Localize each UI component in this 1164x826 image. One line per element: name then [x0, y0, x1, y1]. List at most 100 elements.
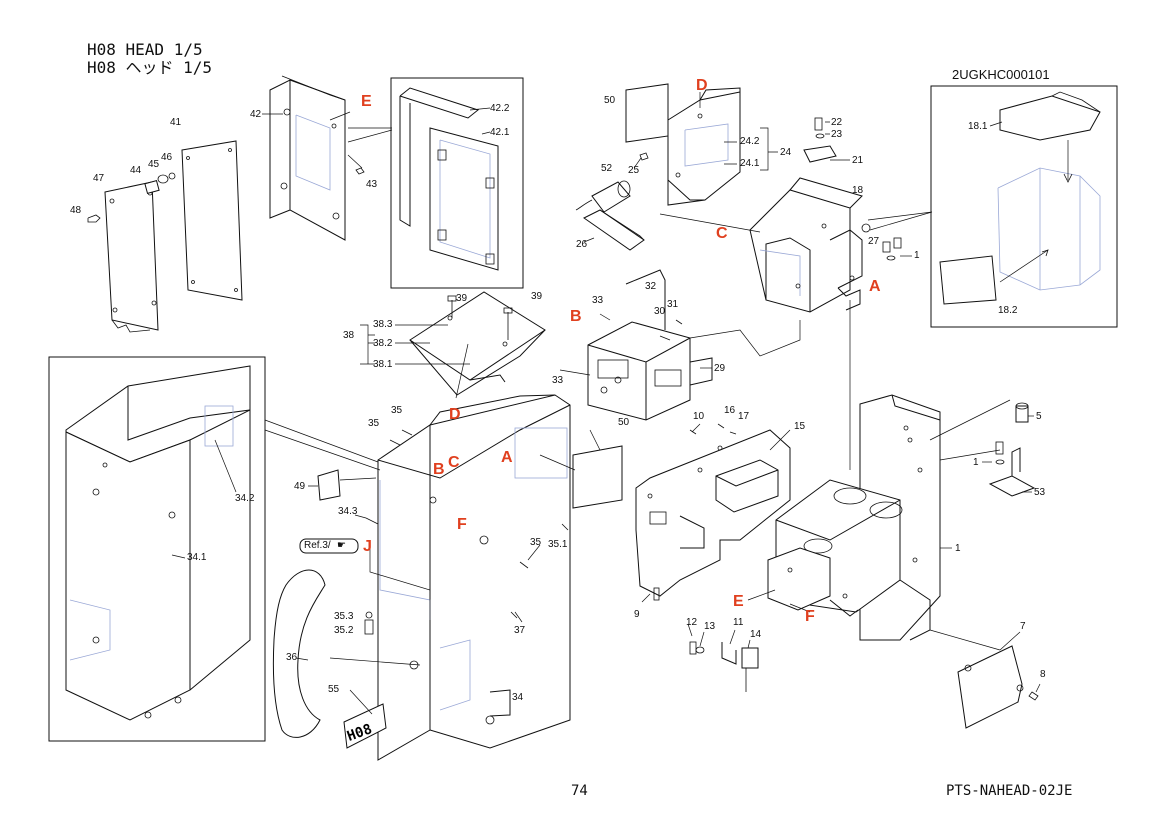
- leader-j: [369, 548, 431, 628]
- part-label-1-top: 1: [914, 250, 920, 261]
- sheet-50-top: [625, 83, 669, 143]
- cover-34: [377, 394, 571, 761]
- part-label-42-1: 42.1: [490, 127, 510, 138]
- bracket-18: [749, 177, 863, 313]
- page-title-line-1: H08 HEAD 1/5: [87, 40, 203, 59]
- part-label-35-2: 35.2: [334, 625, 354, 636]
- part-label-35-3: 35.3: [334, 611, 354, 622]
- part-label-52: 52: [601, 163, 613, 174]
- part-label-1-right: 1: [973, 457, 979, 468]
- part-label-29: 29: [714, 363, 726, 374]
- part-label-16: 16: [724, 405, 736, 416]
- part-label-38-3: 38.3: [373, 319, 393, 330]
- part-label-50-top: 50: [604, 95, 616, 106]
- part-label-25: 25: [628, 165, 640, 176]
- detail-bracket-18: [939, 91, 1101, 305]
- block-29: [587, 269, 713, 421]
- part-label-42: 42: [250, 109, 262, 120]
- plate-55: [343, 703, 387, 749]
- ref-letter-j: J: [363, 538, 372, 555]
- panel-9: [635, 429, 791, 601]
- part-label-26: 26: [576, 239, 588, 250]
- bracket-38: [360, 324, 375, 365]
- part-label-55: 55: [328, 684, 340, 695]
- ref-letter-a-right: A: [869, 278, 881, 295]
- part-label-12: 12: [686, 617, 698, 628]
- fastener-44-45-46: [87, 172, 176, 223]
- part-label-18: 18: [852, 185, 864, 196]
- panel-47: [104, 181, 159, 333]
- part-label-43: 43: [366, 179, 378, 190]
- page-title-line-2: H08 ヘッド 1/5: [87, 58, 213, 77]
- part-label-38: 38: [343, 330, 355, 341]
- part-label-38-2: 38.2: [373, 338, 393, 349]
- part-label-38-1: 38.1: [373, 359, 393, 370]
- part-label-24-2: 24.2: [740, 136, 760, 147]
- part-label-35-b: 35: [368, 418, 380, 429]
- bracket-24: [667, 87, 741, 206]
- part-label-30: 30: [654, 306, 666, 317]
- detail-cover-34-1: [65, 365, 251, 721]
- part-label-17: 17: [738, 411, 750, 422]
- ref-note-box: [299, 538, 359, 554]
- part-label-34-1: 34.1: [187, 552, 207, 563]
- ref-letter-c-top: C: [716, 225, 728, 242]
- part-label-44: 44: [130, 165, 142, 176]
- part-label-9: 9: [634, 609, 640, 620]
- ref-note: Ref.3/: [304, 540, 331, 551]
- ref-letter-d-middle: D: [449, 406, 461, 423]
- plate-41: [181, 140, 243, 301]
- ref-letter-b-middle: B: [433, 461, 445, 478]
- bracket-42: [262, 75, 365, 241]
- ref-letter-d-top: D: [696, 77, 708, 94]
- part-label-27: 27: [868, 236, 880, 247]
- part-label-32: 32: [645, 281, 657, 292]
- part-label-1-frame: 1: [955, 543, 961, 554]
- part-label-33-bottom: 33: [552, 375, 564, 386]
- part-label-34-2: 34.2: [235, 493, 255, 504]
- part-label-13: 13: [704, 621, 716, 632]
- part-label-35-c: 35: [530, 537, 542, 548]
- part-label-42-2: 42.2: [490, 103, 510, 114]
- ref-letter-e-top: E: [361, 93, 372, 110]
- hand-icon: ☛: [337, 540, 346, 551]
- bracket-26: [583, 209, 645, 251]
- part-label-5: 5: [1036, 411, 1042, 422]
- part-label-21: 21: [852, 155, 864, 166]
- detail-inset-18: [930, 85, 1118, 328]
- part-label-41: 41: [170, 117, 182, 128]
- part-label-35-1: 35.1: [548, 539, 568, 550]
- cylinder-52: [575, 180, 631, 213]
- detail-bracket-42-1: [399, 87, 499, 271]
- ref-letter-f-right: F: [805, 608, 815, 625]
- screws-27-1-top: [861, 223, 912, 261]
- cover-38: [395, 291, 546, 399]
- page-number: 74: [571, 783, 588, 799]
- label-49: [317, 469, 341, 501]
- ref-letter-f-left: F: [457, 516, 467, 533]
- inset-id: 2UGKHC000101: [952, 67, 1050, 82]
- ref-letter-e-bottom: E: [733, 593, 744, 610]
- part-label-53: 53: [1034, 487, 1046, 498]
- part-label-14: 14: [750, 629, 762, 640]
- part-label-36: 36: [286, 652, 298, 663]
- clip-21-22-23: [803, 117, 850, 163]
- screws-34-area: [354, 429, 569, 635]
- sheet-50-middle: [572, 445, 623, 509]
- part-label-37: 37: [514, 625, 526, 636]
- part-label-39-left: 39: [456, 293, 468, 304]
- part-label-8: 8: [1040, 669, 1046, 680]
- part-5: [1015, 402, 1029, 423]
- part-label-24: 24: [780, 147, 792, 158]
- part-label-39-right: 39: [531, 291, 543, 302]
- ref-letter-a-middle: A: [501, 449, 513, 466]
- part-label-23: 23: [831, 129, 843, 140]
- part-label-35-a: 35: [391, 405, 403, 416]
- part-label-7: 7: [1020, 621, 1026, 632]
- ref-letter-b-top: B: [570, 308, 582, 325]
- detail-inset-42: [390, 77, 524, 289]
- part-label-24-1: 24.1: [740, 158, 760, 169]
- frame-1: [767, 394, 941, 641]
- part-label-18-1: 18.1: [968, 121, 988, 132]
